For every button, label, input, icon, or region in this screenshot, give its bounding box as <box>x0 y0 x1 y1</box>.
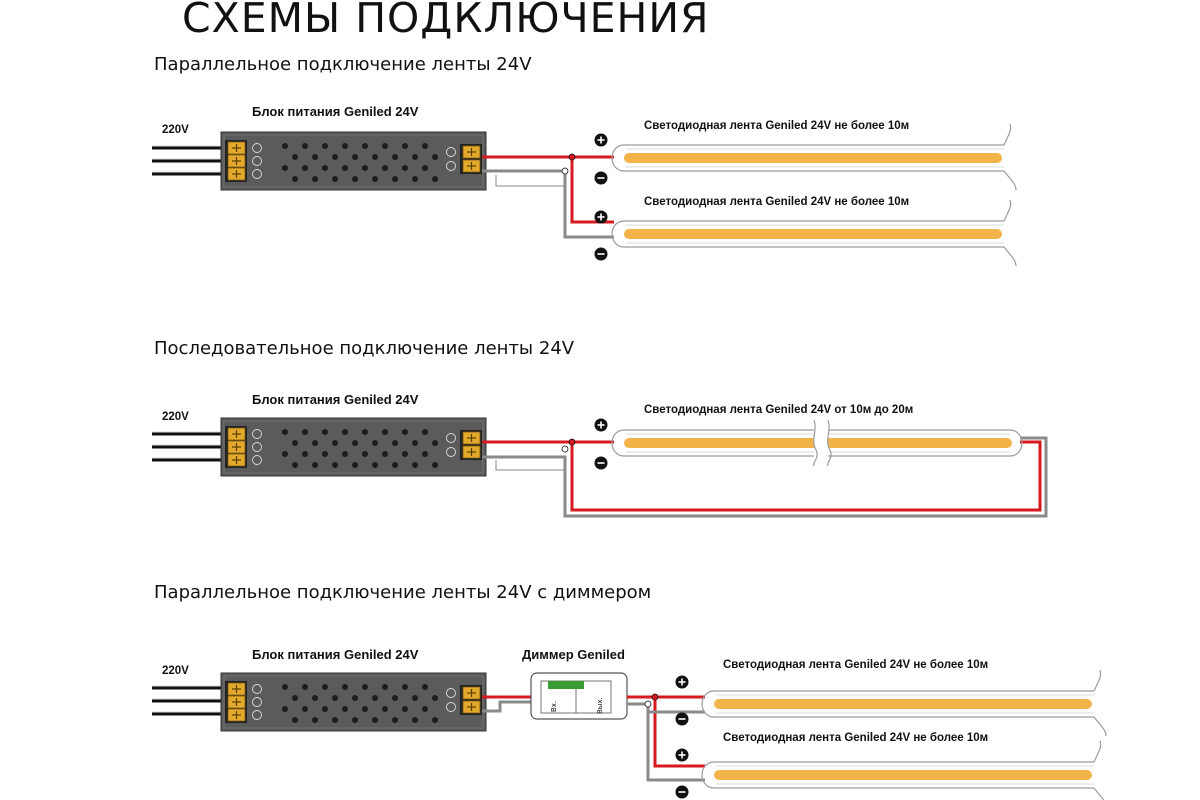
psu-label: Блок питания Geniled 24V <box>252 104 419 119</box>
minus-icon <box>674 711 690 727</box>
ac-input-cable <box>150 684 228 716</box>
minus-icon <box>593 170 609 186</box>
scheme-dimmer: 220V Блок питания Geniled 24V Диммер Gen… <box>150 647 1107 800</box>
dimmer-device: Вх. Вых. <box>530 672 628 720</box>
strip-label: Светодиодная лента Geniled 24V от 10м до… <box>644 404 913 416</box>
power-supply <box>220 131 487 191</box>
led-strip <box>611 199 1017 267</box>
led-strip-long <box>611 419 1023 467</box>
plus-icon <box>674 747 690 763</box>
voltage-label: 220V <box>162 665 189 677</box>
psu-label: Блок питания Geniled 24V <box>252 392 419 407</box>
minus-icon <box>674 784 690 800</box>
plus-icon <box>593 417 609 433</box>
led-strip <box>611 123 1017 191</box>
strip-label: Светодиодная лента Geniled 24V не более … <box>723 659 988 671</box>
minus-icon <box>593 246 609 262</box>
ac-input-cable <box>150 144 228 176</box>
dimmer-label: Диммер Geniled <box>522 647 625 662</box>
scheme-series: 220V Блок питания Geniled 24V Светодиодн… <box>150 392 1048 518</box>
strip-label: Светодиодная лента Geniled 24V не более … <box>723 732 988 744</box>
section-title-dimmer: Параллельное подключение ленты 24V с дим… <box>154 582 652 603</box>
power-supply <box>220 417 487 477</box>
plus-icon <box>593 132 609 148</box>
plus-icon <box>593 209 609 225</box>
power-supply <box>220 672 487 732</box>
minus-icon <box>593 455 609 471</box>
section-title-series: Последовательное подключение ленты 24V <box>154 338 575 359</box>
voltage-label: 220V <box>162 411 189 423</box>
dimmer-in-label: Вх. <box>550 701 558 712</box>
voltage-label: 220V <box>162 124 189 136</box>
scheme-parallel: 220V Блок питания Geniled 24V Светодиодн… <box>150 104 1017 267</box>
page-title: СХЕМЫ ПОДКЛЮЧЕНИЯ <box>182 0 710 42</box>
led-strip <box>701 669 1107 737</box>
strip-label: Светодиодная лента Geniled 24V не более … <box>644 120 909 132</box>
led-strip <box>701 740 1107 800</box>
section-title-parallel: Параллельное подключение ленты 24V <box>154 54 532 75</box>
plus-icon <box>674 674 690 690</box>
psu-label: Блок питания Geniled 24V <box>252 647 419 662</box>
strip-label: Светодиодная лента Geniled 24V не более … <box>644 196 909 208</box>
ac-input-cable <box>150 430 228 462</box>
dimmer-out-label: Вых. <box>596 697 604 714</box>
